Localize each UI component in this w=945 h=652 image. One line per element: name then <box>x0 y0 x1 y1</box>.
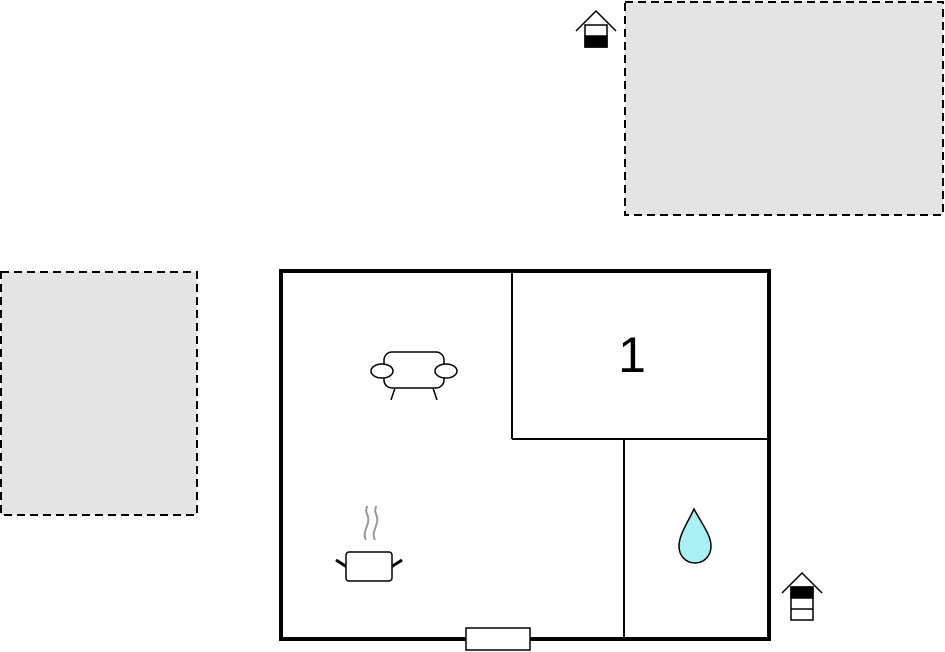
bedroom-number: 1 <box>618 327 646 383</box>
entrance-door <box>465 627 531 651</box>
interior-walls <box>511 271 769 639</box>
house-floor-icon <box>781 571 823 621</box>
water-drop-icon <box>678 507 712 564</box>
neighbor-building-left <box>0 271 198 516</box>
house-outline <box>279 269 771 641</box>
neighbor-building-top-right <box>624 1 944 216</box>
cooking-pot-icon <box>335 505 403 582</box>
sofa-icon <box>370 351 458 401</box>
house-floor-icon <box>575 9 617 48</box>
